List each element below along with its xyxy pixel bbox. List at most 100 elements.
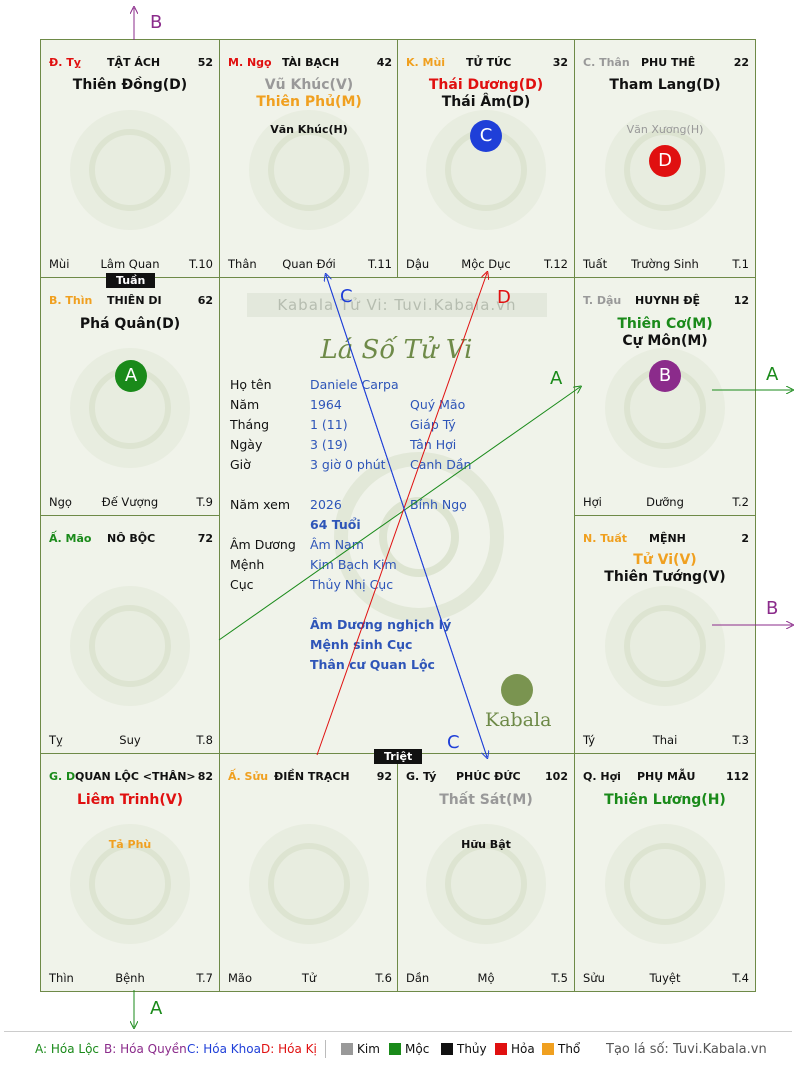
palace-quan-loc[interactable]: G. Dần QUAN LỘC <THÂN> 82 Liêm Trinh(V) … xyxy=(40,753,220,992)
main-star: Thiên Phủ(M) xyxy=(256,94,362,110)
hour-value: 3 giờ 0 phút xyxy=(310,457,386,472)
palace-name: PHỤ MẪU xyxy=(637,770,696,783)
name-value: Daniele Carpa xyxy=(310,377,399,392)
palace-bottom-left: Mùi xyxy=(49,257,70,271)
palace-number: 72 xyxy=(197,532,213,545)
year-label: Năm xyxy=(230,397,260,412)
palace-menh[interactable]: N. Tuất MỆNH 2 Tử Vi(V) Thiên Tướng(V) T… xyxy=(574,515,756,754)
palace-bottom-left: Dậu xyxy=(406,257,430,271)
month-label: Tháng xyxy=(230,417,270,432)
palace-name: QUAN LỘC <THÂN> xyxy=(75,770,196,783)
minor-star: Văn Khúc(H) xyxy=(270,123,348,136)
tho-swatch xyxy=(542,1043,554,1055)
chart-title: Lá Số Tử Vi xyxy=(320,335,473,365)
day-value: 3 (19) xyxy=(310,437,348,452)
minor-star: Hữu Bật xyxy=(461,838,511,851)
palace-name: NÔ BỘC xyxy=(107,532,156,545)
palace-tat-ach[interactable]: Đ. Tỵ TẬT ÁCH 52 Thiên Đồng(D) Mùi Lâm Q… xyxy=(40,39,220,278)
palace-number: 42 xyxy=(376,56,392,69)
palace-term: T.2 xyxy=(732,495,749,509)
year-canchi: Quý Mão xyxy=(410,397,466,412)
palace-no-boc[interactable]: Ấ. Mão NÔ BỘC 72 Tỵ Suy T.8 xyxy=(40,515,220,754)
pig-watermark-ring xyxy=(624,843,706,926)
palace-tai-bach[interactable]: M. Ngọ TÀI BẠCH 42 Vũ Khúc(V) Thiên Phủ(… xyxy=(219,39,399,278)
main-star: Vũ Khúc(V) xyxy=(264,77,354,93)
palace-phuc-duc[interactable]: G. Tý PHÚC ĐỨC 102 Thất Sát(M) Hữu Bật D… xyxy=(397,753,575,992)
main-star: Phá Quân(D) xyxy=(79,316,181,332)
palace-number: 52 xyxy=(197,56,213,69)
palace-stage: Lâm Quan xyxy=(100,257,160,271)
site-credit-link[interactable]: Tạo lá số: Tuvi.Kabala.vn xyxy=(606,1042,767,1057)
name-label: Họ tên xyxy=(230,377,272,392)
legend-kim: Kim xyxy=(341,1042,380,1056)
moc-swatch xyxy=(389,1043,401,1055)
palace-term: T.10 xyxy=(189,257,213,271)
palace-branch: N. Tuất xyxy=(583,532,628,545)
kim-swatch xyxy=(341,1043,353,1055)
palace-number: 92 xyxy=(376,770,392,783)
legend-thuy: Thủy xyxy=(441,1042,487,1056)
palace-bottom-left: Dần xyxy=(406,971,430,985)
palace-name: TẬT ÁCH xyxy=(107,56,161,69)
palace-branch: G. Tý xyxy=(406,770,437,783)
age-value: 64 Tuổi xyxy=(310,517,361,532)
palace-bottom-left: Tỵ xyxy=(49,733,63,747)
hour-label: Giờ xyxy=(230,457,251,472)
tuan-tag: Tuần xyxy=(106,273,156,288)
legend-tho: Thổ xyxy=(542,1042,580,1056)
palace-dien-trach[interactable]: Ấ. Sửu ĐIỀN TRẠCH 92 Mão Tử T.6 xyxy=(219,753,399,992)
cuc-value: Thủy Nhị Cục xyxy=(310,577,394,592)
year-value: 1964 xyxy=(310,397,342,412)
note-yin-yang: Âm Dương nghịch lý xyxy=(310,617,452,632)
minor-star: Văn Xương(H) xyxy=(626,123,704,136)
month-canchi: Giáp Tý xyxy=(410,417,456,432)
arrow-label-c-bottom: C xyxy=(447,732,460,753)
hoa-ki-badge: D xyxy=(649,145,681,177)
monkey-watermark-ring xyxy=(624,129,706,212)
main-star: Thiên Cơ(M) xyxy=(617,316,713,332)
palace-number: 82 xyxy=(197,770,213,783)
center-info-panel: Kabala Tử Vi: Tuvi.Kabala.vn Lá Số Tử Vi… xyxy=(219,277,574,753)
palace-thien-di[interactable]: B. Thìn THIÊN DI 62 Phá Quân(D) A Ngọ Đế… xyxy=(40,277,220,516)
legend-hoa-quyen: B: Hóa Quyền xyxy=(104,1042,187,1056)
day-label: Ngày xyxy=(230,437,263,452)
main-star: Thất Sát(M) xyxy=(439,792,533,808)
palace-stage: Thai xyxy=(652,733,678,747)
legend-hoa-label: Hỏa xyxy=(511,1042,535,1056)
palace-name: MỆNH xyxy=(649,532,686,545)
main-star: Tham Lang(D) xyxy=(609,77,721,93)
palace-phu-the[interactable]: C. Thân PHU THÊ 22 Tham Lang(D) Văn Xươn… xyxy=(574,39,756,278)
palace-stage: Mộ xyxy=(477,971,495,985)
arrow-label-a-right: A xyxy=(766,364,779,385)
palace-stage: Đế Vượng xyxy=(101,495,159,509)
main-star: Thái Dương(D) xyxy=(428,77,544,93)
main-star: Thiên Tướng(V) xyxy=(604,569,726,585)
palace-huynh-de[interactable]: T. Dậu HUYNH ĐỆ 12 Thiên Cơ(M) Cự Môn(M)… xyxy=(574,277,756,516)
palace-number: 2 xyxy=(741,532,749,545)
palace-name: TÀI BẠCH xyxy=(282,56,340,69)
minor-star: Tả Phù xyxy=(108,838,152,851)
rat-watermark-ring xyxy=(445,843,527,926)
main-star: Liêm Trinh(V) xyxy=(77,792,183,808)
palace-bottom-left: Tý xyxy=(583,733,596,747)
palace-stage: Trường Sinh xyxy=(631,257,699,271)
palace-bottom-left: Thìn xyxy=(49,971,74,985)
view-year-value: 2026 xyxy=(310,497,342,512)
dog-watermark-ring xyxy=(624,605,706,688)
yin-yang-label: Âm Dương xyxy=(230,537,296,552)
arrow-label-c-top: C xyxy=(340,286,353,307)
palace-term: T.12 xyxy=(544,257,568,271)
arrow-label-b-top: B xyxy=(150,12,163,33)
palace-phu-mau[interactable]: Q. Hợi PHỤ MẪU 112 Thiên Lương(H) Sửu Tu… xyxy=(574,753,756,992)
palace-tu-tuc[interactable]: K. Mùi TỬ TỨC 32 Thái Dương(D) Thái Âm(D… xyxy=(397,39,575,278)
arrow-label-b-right: B xyxy=(766,598,779,619)
palace-bottom-left: Hợi xyxy=(583,495,602,509)
hoa-quyen-badge: B xyxy=(649,360,681,392)
horse-watermark-ring xyxy=(268,129,350,212)
palace-name: THIÊN DI xyxy=(107,294,162,307)
palace-bottom-left: Ngọ xyxy=(49,495,72,509)
hour-canchi: Canh Dần xyxy=(410,457,472,472)
main-star: Tử Vi(V) xyxy=(633,552,697,568)
cuc-label: Cục xyxy=(230,577,254,592)
kabala-logo-text: Kabala xyxy=(485,709,552,731)
